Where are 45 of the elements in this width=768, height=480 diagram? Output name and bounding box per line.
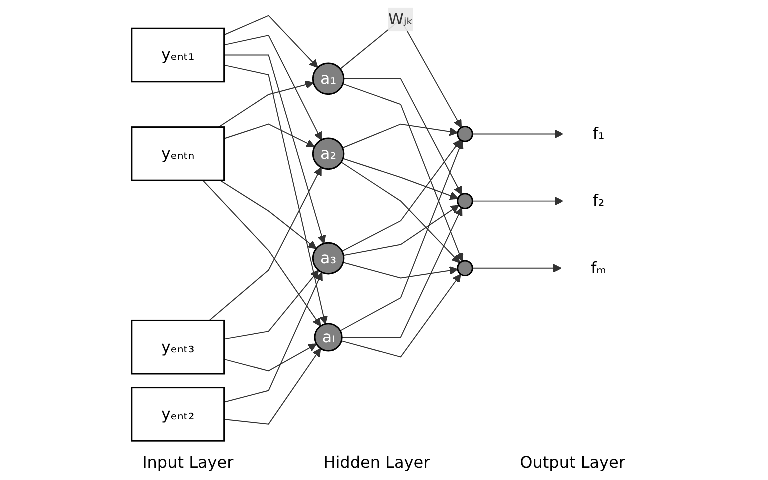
arrow <box>224 270 320 340</box>
arrow <box>342 208 463 338</box>
node-box: yₑₙₜ₁ <box>131 28 226 83</box>
arrow <box>218 80 314 128</box>
layer-label: Output Layer <box>520 453 626 472</box>
arrow <box>341 274 462 358</box>
arrow <box>224 344 318 372</box>
edge-label: Wⱼₖ <box>388 10 414 29</box>
arrow <box>472 196 564 206</box>
node-text: fₘ <box>591 258 606 278</box>
arrow <box>224 15 318 68</box>
arrow <box>472 130 564 139</box>
arrow <box>340 162 461 264</box>
arrow <box>224 54 326 244</box>
node-box: yₑₙₜ₃ <box>131 320 226 375</box>
node-circle: a₁ <box>312 62 345 96</box>
node-circle <box>457 260 474 277</box>
arrow <box>224 34 322 141</box>
arrow <box>343 205 460 256</box>
node-box: yₑₙₜ₂ <box>131 387 226 442</box>
arrow <box>340 140 464 332</box>
node-circle <box>457 126 474 142</box>
arrow <box>209 167 322 322</box>
arrow <box>220 180 317 250</box>
arrow <box>224 64 328 325</box>
node-circle <box>457 193 474 210</box>
arrow <box>343 78 462 196</box>
arrow <box>342 262 458 279</box>
arrow <box>342 84 464 262</box>
arrow <box>342 140 462 252</box>
arrow <box>342 158 459 200</box>
layer-label: Hidden Layer <box>324 453 430 472</box>
node-circle: a₂ <box>312 138 345 170</box>
node-circle: a₃ <box>312 242 345 275</box>
node-text: f₂ <box>592 191 605 210</box>
node-text: f₁ <box>592 124 605 144</box>
node-box: yₑₙₜₙ <box>131 126 226 182</box>
node-circle: aₗ <box>314 323 343 352</box>
arrow <box>224 124 316 148</box>
arrow <box>224 272 323 403</box>
arrow <box>224 348 322 425</box>
layer-label: Input Layer <box>142 453 234 472</box>
arrow <box>472 264 562 273</box>
arrow <box>202 180 322 327</box>
arrow <box>342 124 458 149</box>
